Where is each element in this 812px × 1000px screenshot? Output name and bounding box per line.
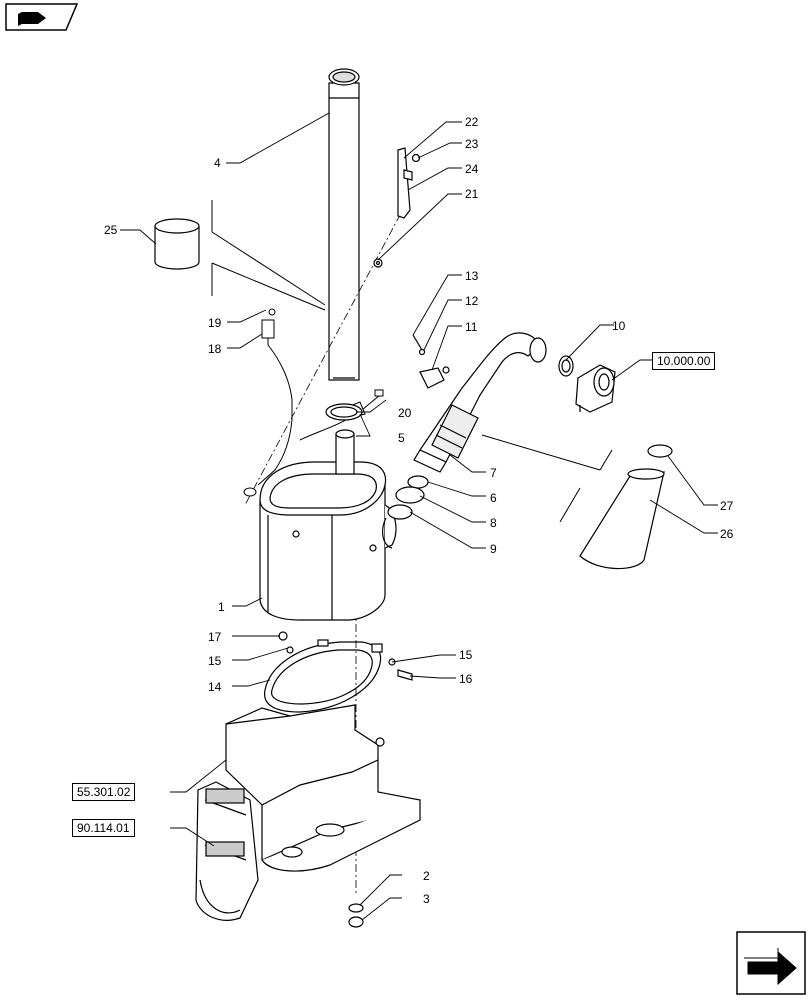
callout-17: 17 (208, 630, 222, 644)
mounting-bracket (373, 147, 421, 268)
callout-20: 20 (398, 406, 412, 420)
callout-4: 4 (214, 156, 221, 170)
callout-18: 18 (208, 342, 222, 356)
ring-clamp (558, 355, 574, 377)
section-cut-lines (211, 200, 326, 311)
callout-6: 6 (490, 491, 497, 505)
clip-and-pin (412, 334, 450, 389)
callout-27: 27 (720, 499, 734, 513)
next-page-arrow-icon[interactable] (736, 931, 806, 995)
reference-box-10-000-00[interactable]: 10.000.00 (652, 352, 716, 370)
callout-21: 21 (465, 187, 479, 201)
cone-cap (579, 468, 665, 570)
callout-19: 19 (208, 316, 222, 330)
mounting-frame (195, 704, 422, 921)
callout-1: 1 (218, 600, 225, 614)
strap-band (264, 639, 383, 713)
centerline-upper (244, 199, 409, 506)
sleeve (154, 218, 200, 270)
callout-9: 9 (490, 542, 497, 556)
callout-14: 14 (208, 680, 222, 694)
cone-section-lines (481, 434, 613, 523)
callout-5: 5 (398, 431, 405, 445)
callout-26: 26 (720, 527, 734, 541)
callout-labels: 4 25 22 23 24 21 13 12 11 10 19 18 20 5 … (104, 115, 734, 906)
intake-pipe (413, 332, 547, 473)
callout-16: 16 (459, 672, 473, 686)
callout-12: 12 (465, 294, 479, 308)
cone-ring (647, 444, 673, 458)
callout-13: 13 (465, 269, 479, 283)
callout-22: 22 (465, 115, 479, 129)
callout-15-right: 15 (459, 648, 473, 662)
callout-2: 2 (423, 869, 430, 883)
callout-7: 7 (490, 466, 497, 480)
muffler (259, 429, 397, 621)
callout-10: 10 (612, 319, 626, 333)
callout-15-left: 15 (208, 654, 222, 668)
callout-25: 25 (104, 223, 118, 237)
callout-11: 11 (465, 320, 478, 334)
callout-23: 23 (465, 137, 479, 151)
callout-8: 8 (490, 516, 497, 530)
callout-24: 24 (465, 162, 479, 176)
air-filter-housing (575, 364, 616, 413)
callout-3: 3 (423, 892, 430, 906)
leader-lines (120, 112, 718, 921)
tailpipe (328, 68, 360, 381)
book-arrow-icon[interactable] (5, 3, 79, 31)
reference-box-90-114-01[interactable]: 90.114.01 (72, 819, 135, 837)
reference-box-55-301-02[interactable]: 55.301.02 (72, 783, 136, 801)
ring-parts (382, 475, 429, 549)
